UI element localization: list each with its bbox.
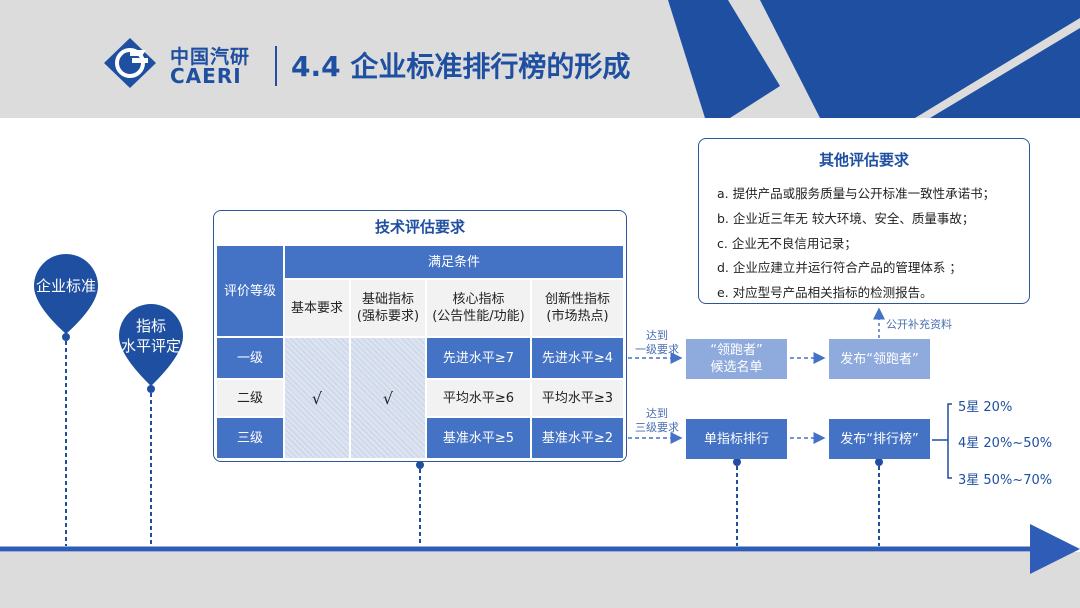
leader-candidates-line1: “领跑者” (710, 343, 763, 358)
page-title: 4.4 企业标准排行榜的形成 (291, 50, 631, 83)
core-level-2: 平均水平≥6 (427, 380, 530, 416)
grade-level-3: 三级 (217, 418, 283, 458)
publish-leader-box: 发布“领跑者” (829, 339, 930, 379)
column-header-foundation-line2: (强标要求) (356, 309, 420, 324)
core-level-3: 基准水平≥5 (427, 418, 530, 458)
column-header-basic: 基本要求 (285, 280, 349, 336)
grade-level-2: 二级 (217, 380, 283, 416)
pin-label-indicator-line1: 指标 (135, 317, 166, 335)
check-foundation: √ (351, 338, 425, 458)
column-header-core-line2: (公告性能/功能) (432, 309, 525, 324)
leader-candidates-box: “领跑者” 候选名单 (686, 339, 787, 379)
reach-level3-line1: 达到 (646, 407, 668, 420)
innovation-level-3: 基准水平≥2 (532, 418, 623, 458)
footer-band (0, 552, 1080, 608)
header-decoration (668, 0, 1080, 118)
column-header-core: 核心指标 (公告性能/功能) (427, 280, 530, 336)
other-eval-item-d: d. 企业应建立并运行符合产品的管理体系 ； (717, 260, 962, 275)
other-eval-item-a: a. 提供产品或服务质量与公开标准一致性承诺书； (717, 186, 996, 201)
brand-name-en: CAERI (170, 64, 242, 88)
star-rating-5: 5星 20% (958, 400, 1013, 415)
reach-level1-line2: 一级要求 (635, 343, 679, 356)
supplement-note: 公开补充资料 (886, 318, 952, 331)
pin-label-indicator-line2: 水平评定 (120, 337, 181, 355)
column-header-basic-text: 基本要求 (290, 300, 343, 316)
leader-candidates-line2: 候选名单 (710, 360, 763, 375)
other-eval-item-b: b. 企业近三年无 较大环境、安全、质量事故； (717, 211, 975, 226)
column-header-innovation: 创新性指标 (市场热点) (532, 280, 623, 336)
grade-header: 评价等级 (217, 246, 283, 336)
other-eval-title: 其他评估要求 (818, 151, 909, 169)
check-basic: √ (285, 338, 349, 458)
column-header-core-line1: 核心指标 (452, 292, 505, 307)
core-level-1: 先进水平≥7 (427, 338, 530, 378)
grade-level-1: 一级 (217, 338, 283, 378)
pin-marker (119, 304, 183, 386)
pin-label-enterprise-standard: 企业标准 (35, 277, 96, 295)
caeri-logo-icon (104, 38, 156, 88)
single-ranking-box: 单指标排行 (686, 419, 787, 459)
reach-level1-line1: 达到 (646, 329, 668, 342)
star-rating-4: 4星 20%~50% (958, 436, 1053, 451)
publish-ranking-box: 发布“排行榜” (829, 419, 930, 459)
pin-marker (34, 254, 98, 334)
column-header-foundation: 基础指标 (强标要求) (351, 280, 425, 336)
brand-name-cn: 中国汽研 (170, 46, 251, 68)
reach-level3-line2: 三级要求 (635, 421, 679, 434)
header-divider (275, 46, 277, 86)
column-header-innovation-line2: (市场热点) (546, 309, 609, 324)
other-eval-item-c: c. 企业无不良信用记录； (717, 236, 857, 251)
other-eval-panel (698, 138, 1030, 304)
star-rating-3: 3星 50%~70% (958, 473, 1053, 488)
innovation-level-2: 平均水平≥3 (532, 380, 623, 416)
column-header-innovation-line1: 创新性指标 (544, 292, 610, 307)
innovation-level-1: 先进水平≥4 (532, 338, 623, 378)
other-eval-item-e: e. 对应型号产品相关指标的检测报告。 (717, 285, 933, 300)
tech-eval-title: 技术评估要求 (374, 218, 465, 236)
conditions-header: 满足条件 (285, 246, 623, 278)
column-header-foundation-line1: 基础指标 (361, 292, 414, 307)
